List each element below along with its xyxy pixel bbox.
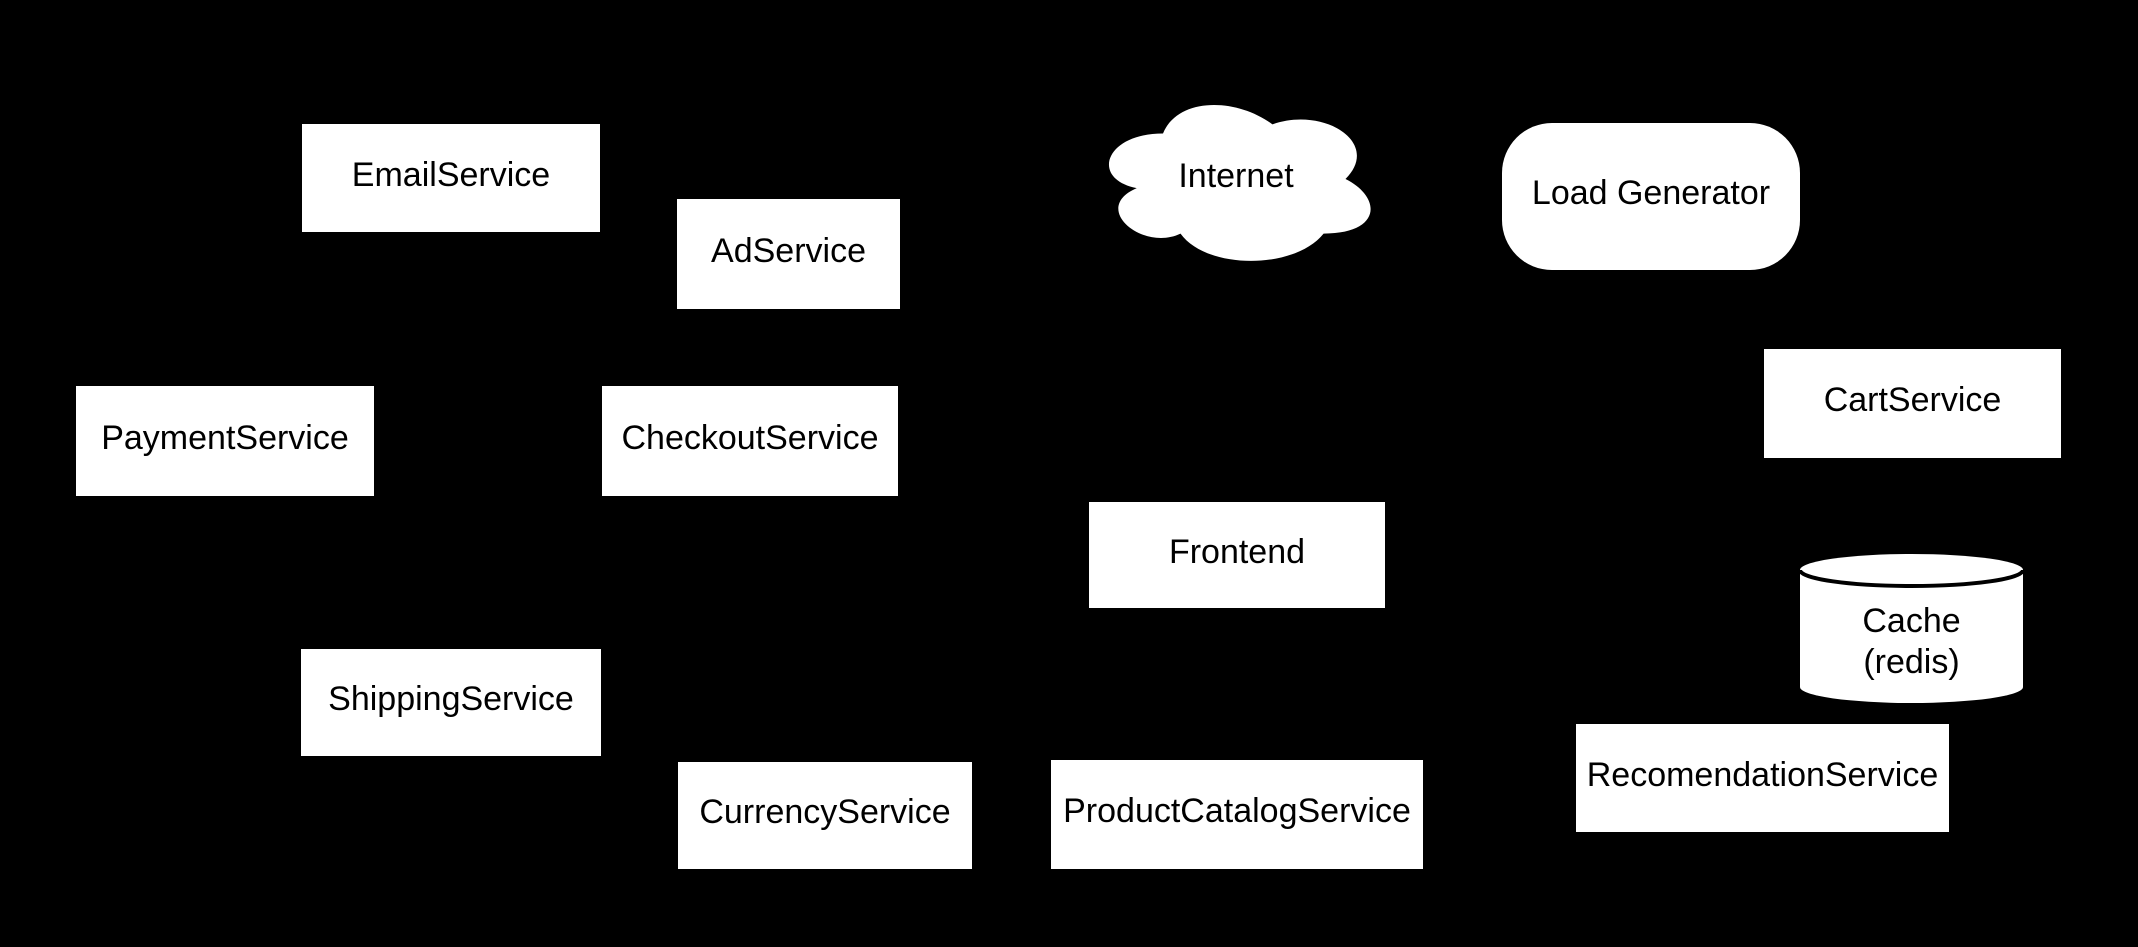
- node-frontend[interactable]: Frontend: [1089, 502, 1385, 608]
- node-email-service[interactable]: EmailService: [302, 124, 600, 232]
- node-recommendation-service-label: RecomendationService: [1586, 755, 1939, 794]
- node-ad-service[interactable]: AdService: [677, 199, 900, 309]
- cache-label-line2: (redis): [1863, 642, 1960, 681]
- cache-cylinder-shape: [1800, 554, 2023, 703]
- node-ad-service-label: AdService: [711, 231, 866, 270]
- internet-cloud-shape: [1108, 104, 1371, 261]
- node-checkout-service[interactable]: CheckoutService: [602, 386, 898, 496]
- node-email-service-label: EmailService: [351, 155, 551, 194]
- node-load-generator[interactable]: Load Generator: [1502, 123, 1800, 270]
- node-currency-service[interactable]: CurrencyService: [678, 762, 972, 869]
- node-shipping-service[interactable]: ShippingService: [301, 649, 601, 756]
- node-load-generator-label: Load Generator: [1531, 174, 1771, 213]
- node-product-catalog-service-label: ProductCatalogService: [1063, 792, 1411, 831]
- node-cart-service-label: CartService: [1823, 381, 2002, 420]
- node-currency-service-label: CurrencyService: [699, 793, 951, 832]
- node-frontend-label: Frontend: [1168, 532, 1306, 571]
- node-payment-service[interactable]: PaymentService: [76, 386, 374, 496]
- node-cache-redis-label: Cache (redis): [1862, 575, 1960, 683]
- node-checkout-service-label: CheckoutService: [621, 418, 879, 457]
- node-internet[interactable]: Internet: [1090, 88, 1382, 270]
- node-recommendation-service[interactable]: RecomendationService: [1576, 724, 1949, 832]
- node-cache-redis[interactable]: Cache (redis): [1800, 554, 2023, 703]
- node-internet-label: Internet: [1178, 156, 1294, 195]
- node-payment-service-label: PaymentService: [101, 418, 349, 457]
- node-cart-service[interactable]: CartService: [1764, 349, 2061, 458]
- node-product-catalog-service[interactable]: ProductCatalogService: [1051, 760, 1423, 869]
- cache-label-line1: Cache: [1862, 601, 1961, 640]
- node-shipping-service-label: ShippingService: [328, 680, 574, 719]
